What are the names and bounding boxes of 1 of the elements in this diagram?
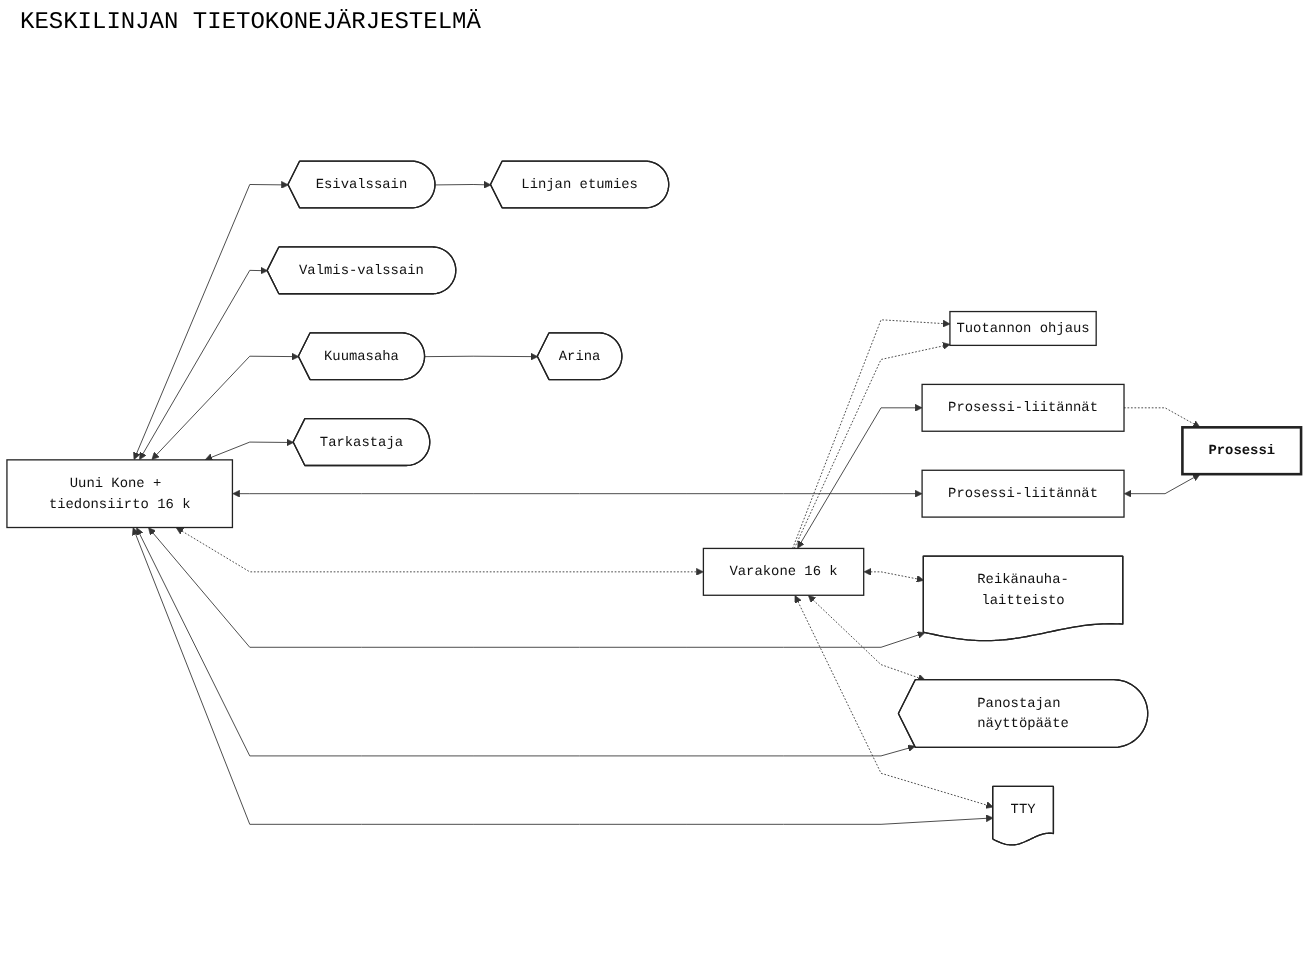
diagram-title: KESKILINJAN TIETOKONEJÄRJESTELMÄ [18, 6, 483, 40]
